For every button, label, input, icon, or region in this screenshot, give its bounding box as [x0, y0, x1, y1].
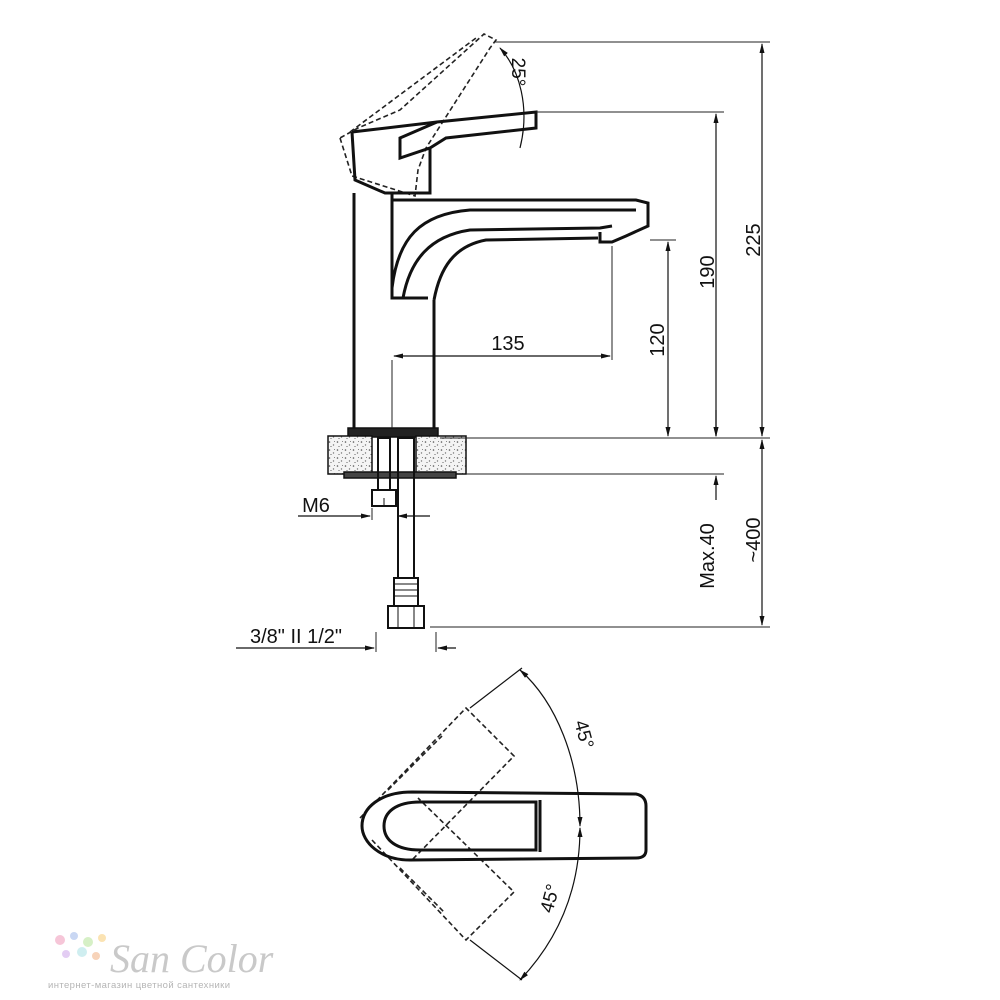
logo-dots-icon — [55, 932, 106, 960]
logo-dot — [98, 934, 106, 942]
angle-45-back-label: 45° — [569, 718, 597, 751]
logo-dot — [92, 952, 100, 960]
extension-lines — [371, 41, 770, 652]
supply-hose — [387, 437, 425, 629]
logo-dot — [70, 932, 78, 940]
logo-tagline: интернет-магазин цветной сантехники — [48, 980, 230, 991]
countertop — [327, 435, 467, 479]
rotation-angle-arcs — [469, 667, 583, 981]
logo-dot — [55, 935, 65, 945]
angle-45-arc-front — [519, 827, 583, 981]
lever — [350, 110, 538, 195]
rotated-handle-outlines — [359, 706, 516, 942]
lifted-lever-outline — [339, 33, 498, 198]
spout — [390, 198, 650, 301]
faucet-body — [352, 193, 436, 432]
logo-dot — [62, 950, 70, 958]
top-view: 45° 45° — [359, 667, 648, 981]
angle-25-arc — [499, 47, 525, 149]
angle-25-label: 25° — [507, 58, 528, 87]
dim-m6-label: M6 — [302, 495, 330, 517]
dim-135-label: 135 — [491, 333, 524, 355]
watermark-logo: San Color интернет-магазин цветной санте… — [48, 932, 274, 991]
side-view: 225 190 120 135 ~400 Max.40 M6 3/8" II 1… — [236, 33, 770, 652]
mounting-stud — [371, 437, 397, 507]
logo-dot — [77, 947, 87, 957]
dim-225-label: 225 — [743, 223, 765, 256]
angle-45-arc-back — [519, 669, 583, 827]
dim-190-label: 190 — [697, 255, 719, 288]
dim-400-label: ~400 — [743, 517, 765, 562]
logo-brand-name: San Color — [110, 936, 274, 981]
angle-45-front-label: 45° — [537, 882, 565, 915]
dim-120-label: 120 — [647, 323, 669, 356]
dim-hose-label: 3/8" II 1/2" — [250, 626, 342, 648]
handle-top — [360, 790, 648, 862]
logo-dot — [83, 937, 93, 947]
base-plate — [347, 427, 439, 438]
dim-max40-label: Max.40 — [697, 523, 719, 589]
dimension-lines — [236, 43, 765, 651]
